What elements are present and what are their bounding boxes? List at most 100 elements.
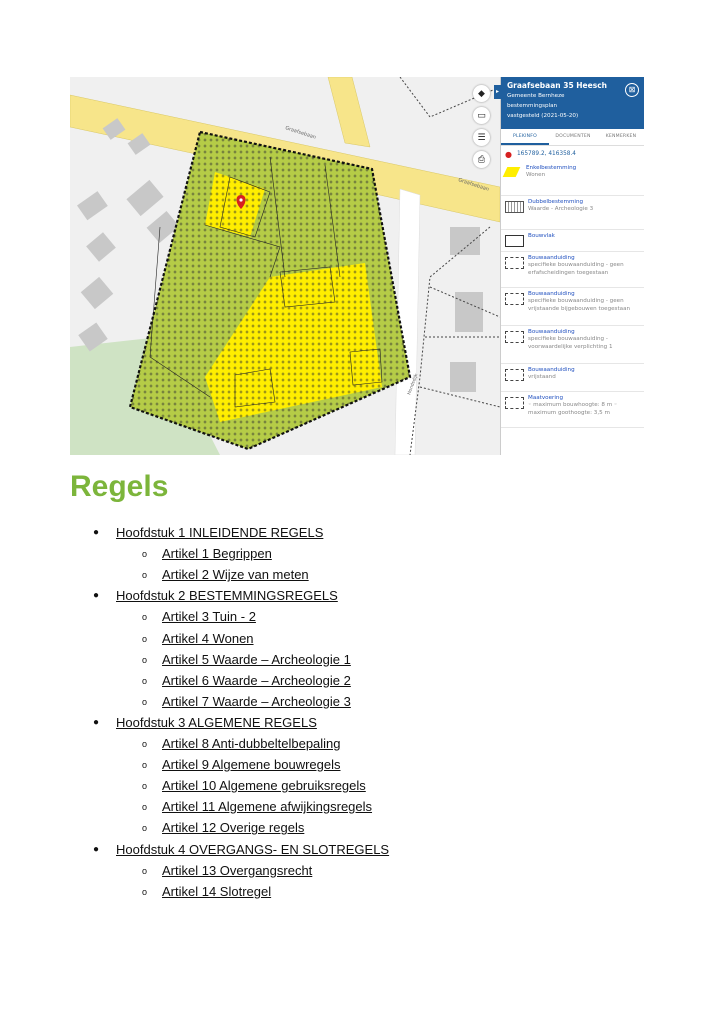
close-icon[interactable]: ⊠ — [625, 83, 639, 97]
legend-title: Bouwaanduiding — [528, 255, 575, 261]
toc-article: Artikel 13 Overgangsrecht — [162, 862, 312, 880]
bullet-icon: ● — [93, 716, 100, 728]
article-link[interactable]: Artikel 6 Waarde – Archeologie 2 — [162, 672, 351, 688]
bullet-icon: ● — [93, 590, 100, 602]
coordinates-text: 165789.2, 416358.4 — [516, 151, 576, 157]
legend-title: Bouwvlak — [528, 233, 555, 239]
sub-bullet-icon: o — [142, 760, 148, 771]
info-panel: ▸ Graafsebaan 35 Heesch Gemeente Bernhez… — [494, 77, 644, 455]
legend-symbol-icon — [505, 201, 524, 213]
legend-symbol-icon — [505, 397, 524, 409]
tab-plekinfo[interactable]: PLEKINFO — [501, 129, 549, 145]
legend-symbol-icon — [505, 235, 524, 247]
legend-description: specifieke bouwaanduiding - geen vrijsta… — [528, 298, 631, 312]
ruler-icon[interactable]: ▭ — [473, 107, 490, 124]
article-link[interactable]: Artikel 4 Wonen — [162, 630, 254, 646]
panel-subtitle-plan: bestemmingsplan — [507, 103, 558, 109]
sub-bullet-icon: o — [142, 802, 148, 813]
sub-bullet-icon: o — [142, 886, 148, 897]
legend-symbol-icon — [505, 293, 524, 305]
location-marker-icon[interactable] — [236, 195, 246, 209]
article-link[interactable]: Artikel 12 Overige regels — [162, 820, 305, 836]
chapter-link[interactable]: Hoofdstuk 2 BESTEMMINGSREGELS — [116, 588, 338, 604]
legend-icon[interactable]: ☰ — [473, 129, 490, 146]
legend-description: Waarde - Archeologie 3 — [528, 206, 594, 213]
sub-bullet-icon: o — [142, 739, 148, 749]
legend-title: Bouwaanduiding — [528, 291, 575, 297]
article-link[interactable]: Artikel 9 Algemene bouwregels — [162, 757, 341, 773]
toc-chapter: Hoofdstuk 3 ALGEMENE REGELS — [116, 714, 317, 732]
toc-article: Artikel 6 Waarde – Archeologie 2 — [162, 672, 351, 690]
sub-bullet-icon: o — [142, 675, 148, 686]
article-link[interactable]: Artikel 3 Tuin - 2 — [162, 609, 256, 625]
legend-symbol-icon — [505, 331, 524, 343]
article-link[interactable]: Artikel 10 Algemene gebruiksregels — [162, 778, 366, 794]
article-link[interactable]: Artikel 7 Waarde – Archeologie 3 — [162, 693, 351, 709]
toc-chapter: Hoofdstuk 4 OVERGANGS- EN SLOTREGELS — [116, 841, 389, 859]
layers-icon[interactable]: ◆ — [473, 85, 490, 102]
legend-title: Enkelbestemming — [526, 165, 577, 171]
toc-article: Artikel 5 Waarde – Archeologie 1 — [162, 651, 351, 669]
print-icon[interactable]: ⎙ — [473, 151, 490, 168]
article-link[interactable]: Artikel 11 Algemene afwijkingsregels — [162, 799, 373, 815]
article-link[interactable]: Artikel 2 Wijze van meten — [162, 567, 309, 583]
article-link[interactable]: Artikel 14 Slotregel — [162, 883, 272, 899]
legend-description: specifieke bouwaanduiding - voorwaardeli… — [528, 336, 613, 350]
tab-kenmerken[interactable]: KENMERKEN — [605, 134, 637, 139]
article-link[interactable]: Artikel 8 Anti-dubbeltelbepaling — [162, 736, 341, 751]
toc-article: Artikel 2 Wijze van meten — [162, 566, 309, 584]
panel-tabs: PLEKINFO DOCUMENTEN KENMERKEN — [501, 129, 644, 146]
legend-description: ◦ maximum bouwhoogte: 8 m ◦ maximum goot… — [528, 402, 618, 416]
sub-bullet-icon: o — [142, 696, 148, 707]
legend-title: Dubbelbestemming — [528, 199, 584, 205]
toc-article: Artikel 14 Slotregel — [162, 883, 271, 901]
legend-description: vrijstaand — [528, 374, 556, 381]
legend-symbol-icon — [502, 167, 521, 177]
chapter-link[interactable]: Hoofdstuk 1 INLEIDENDE REGELS — [116, 525, 324, 540]
sub-bullet-icon: o — [142, 654, 148, 665]
toc-article: Artikel 3 Tuin - 2 — [162, 608, 256, 626]
sub-bullet-icon: o — [142, 612, 148, 623]
article-link[interactable]: Artikel 1 Begrippen — [162, 546, 272, 562]
legend-title: Bouwaanduiding — [528, 329, 575, 335]
page-title: Regels — [70, 470, 169, 503]
toc-chapter: Hoofdstuk 2 BESTEMMINGSREGELS — [116, 587, 338, 605]
toc-article: Artikel 9 Algemene bouwregels — [162, 756, 341, 774]
article-link[interactable]: Artikel 13 Overgangsrecht — [162, 862, 313, 878]
legend-symbol-icon — [505, 369, 524, 381]
toc-article: Artikel 4 Wonen — [162, 630, 254, 648]
sub-bullet-icon: o — [142, 549, 148, 560]
toc-article: Artikel 11 Algemene afwijkingsregels — [162, 798, 372, 816]
toc-chapter: Hoofdstuk 1 INLEIDENDE REGELS — [116, 524, 323, 542]
sub-bullet-icon: o — [142, 570, 148, 581]
panel-header: ▸ Graafsebaan 35 Heesch Gemeente Bernhez… — [494, 77, 644, 129]
legend-row[interactable]: Bouwvlak — [501, 230, 644, 252]
legend-title: Bouwaanduiding — [528, 367, 575, 373]
legend-description: specifieke bouwaanduiding - geen erfafsc… — [528, 262, 624, 276]
chapter-link[interactable]: Hoofdstuk 3 ALGEMENE REGELS — [116, 714, 317, 730]
legend-title: Maatvoering — [528, 395, 563, 401]
panel-subtitle-municipality: Gemeente Bernheze — [507, 93, 565, 99]
sub-bullet-icon: o — [142, 823, 148, 834]
panel-title: Graafsebaan 35 Heesch — [507, 81, 607, 90]
chapter-link[interactable]: Hoofdstuk 4 OVERGANGS- EN SLOTREGELS — [116, 841, 390, 857]
article-link[interactable]: Artikel 5 Waarde – Archeologie 1 — [162, 651, 351, 667]
plan-map[interactable]: Graafsebaan Graafsebaan Hondsdijk ◆ ▭ ☰ … — [70, 77, 644, 455]
panel-subtitle-status: vastgesteld (2021-05-20) — [507, 113, 579, 119]
collapse-panel-icon[interactable]: ▸ — [494, 85, 501, 99]
sub-bullet-icon: o — [142, 781, 148, 792]
toc-article: Artikel 12 Overige regels — [162, 819, 304, 837]
toc-article: Artikel 7 Waarde – Archeologie 3 — [162, 693, 351, 711]
bullet-icon: ● — [93, 527, 100, 538]
bullet-icon: ● — [93, 843, 100, 855]
toc-article: Artikel 1 Begrippen — [162, 545, 272, 563]
tab-documenten[interactable]: DOCUMENTEN — [555, 134, 591, 139]
legend-row[interactable]: Maatvoering◦ maximum bouwhoogte: 8 m ◦ m… — [501, 392, 644, 428]
legend-description: Wonen — [526, 172, 546, 179]
